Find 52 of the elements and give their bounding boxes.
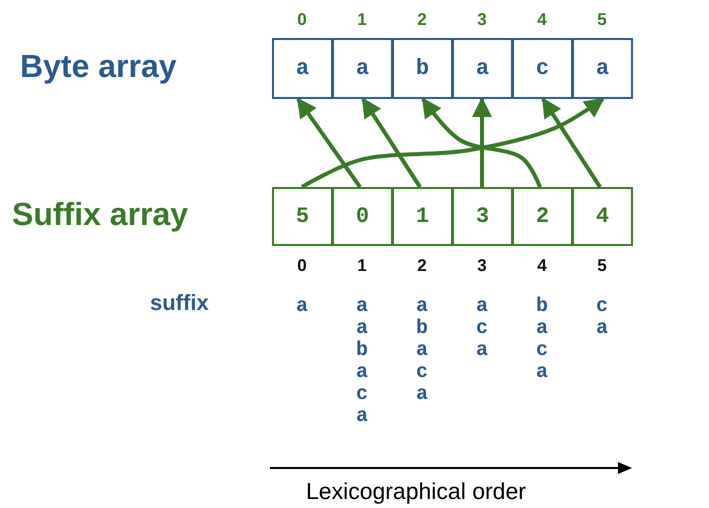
byte-cell: [572, 38, 633, 99]
index-number: 1: [357, 256, 367, 276]
suffix-array-cell: [572, 187, 633, 246]
index-number: 0: [297, 256, 307, 276]
suffix-text: a b a c a: [416, 296, 428, 406]
suffix-index-value: 1: [416, 204, 430, 229]
byte-cell: [332, 38, 393, 99]
suffix-text: b a c a: [536, 296, 548, 384]
index-number: 1: [357, 10, 367, 30]
index-number: 5: [597, 256, 607, 276]
arrow: [541, 97, 602, 188]
arrow: [472, 97, 492, 187]
row-title: suffix: [150, 290, 209, 316]
index-number: 4: [537, 256, 547, 276]
suffix-index-value: 5: [296, 204, 310, 229]
row-title: Byte array: [20, 48, 177, 85]
suffix-text: a a b a c a: [356, 296, 368, 428]
suffix-index-value: 0: [356, 204, 370, 229]
byte-value: a: [296, 56, 310, 81]
row-title: Suffix array: [12, 196, 188, 233]
suffix-index-value: 4: [596, 204, 610, 229]
byte-value: a: [596, 56, 610, 81]
suffix-array-cell: [512, 187, 573, 246]
byte-value: a: [356, 56, 370, 81]
arrow: [361, 97, 422, 188]
axis-label: Lexicographical order: [306, 478, 526, 505]
index-number: 5: [597, 10, 607, 30]
suffix-text: c a: [596, 296, 608, 340]
byte-value: c: [536, 56, 550, 81]
suffix-array-cell: [272, 187, 333, 246]
suffix-array-cell: [452, 187, 513, 246]
suffix-text: a: [296, 296, 308, 318]
byte-value: a: [476, 56, 490, 81]
suffix-array-cell: [332, 187, 393, 246]
byte-cell: [272, 38, 333, 99]
index-number: 3: [477, 10, 487, 30]
index-number: 3: [477, 256, 487, 276]
arrow: [296, 97, 362, 188]
byte-cell: [392, 38, 453, 99]
byte-value: b: [416, 56, 430, 81]
arrow: [301, 97, 605, 189]
index-number: 2: [417, 256, 427, 276]
index-number: 4: [537, 10, 547, 30]
index-number: 2: [417, 10, 427, 30]
suffix-text: a c a: [476, 296, 488, 362]
suffix-array-cell: [392, 187, 453, 246]
arrow: [421, 97, 542, 188]
index-number: 0: [297, 10, 307, 30]
suffix-index-value: 2: [536, 204, 550, 229]
suffix-index-value: 3: [476, 204, 490, 229]
byte-cell: [512, 38, 573, 99]
byte-cell: [452, 38, 513, 99]
